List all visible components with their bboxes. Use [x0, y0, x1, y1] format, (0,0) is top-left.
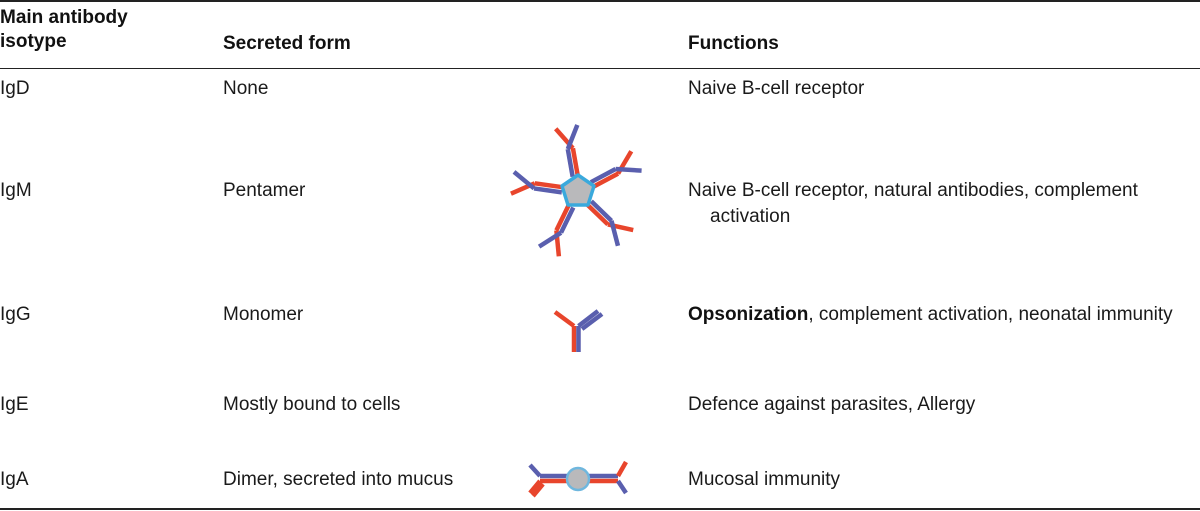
igm-arm-5-heavy-stem	[534, 181, 563, 190]
table-top-rule	[0, 0, 1200, 2]
table-bottom-rule	[0, 508, 1200, 510]
igg-left-arm-heavy	[553, 310, 576, 328]
row-igd-secreted-form: None	[223, 78, 269, 99]
iga-j-chain-core	[565, 466, 591, 492]
igm-pentamer-icon	[510, 124, 642, 257]
row-igm-secreted-form: Pentamer	[223, 180, 306, 201]
header-isotype-line1: Main antibody	[0, 7, 128, 28]
igm-arm-2-fab-right	[615, 166, 642, 173]
iga-right-lower-arm	[616, 479, 628, 495]
iga-left-lower-arm-2	[531, 482, 545, 498]
row-iga-secreted-form: Dimer, secreted into mucus	[223, 469, 454, 490]
row-igd-isotype: IgD	[0, 78, 30, 99]
header-functions: Functions	[688, 33, 779, 54]
iga-left-upper-arm	[528, 463, 542, 478]
igm-arm-2-heavy-stem	[592, 171, 620, 189]
row-igd-functions: Naive B-cell receptor	[688, 78, 865, 99]
igm-arm-1-heavy-stem	[570, 147, 580, 177]
igg-right-arm-heavy	[577, 309, 600, 328]
igg-right-arm-light	[580, 312, 604, 331]
iga-dimer-icon	[528, 460, 628, 498]
header-isotype: Main antibody isotype	[0, 6, 128, 54]
header-isotype-line2: isotype	[0, 31, 67, 52]
igm-arm-3-heavy-stem	[586, 203, 610, 227]
row-iga-functions: Mucosal immunity	[688, 469, 841, 490]
igm-arm-5-fab-right	[512, 170, 536, 191]
row-ige-functions: Defence against parasites, Allergy	[688, 394, 976, 415]
row-igg-isotype: IgG	[0, 304, 31, 325]
igm-arm-5-light-stem	[533, 186, 563, 195]
header-divider	[0, 68, 1200, 69]
igm-arm-4-fab-right	[537, 230, 563, 249]
igm-j-chain-core	[560, 173, 596, 207]
iga-left-lower-arm	[528, 479, 542, 495]
row-ige-secreted-form: Mostly bound to cells	[223, 394, 401, 415]
igm-arm-2-light-stem	[589, 167, 617, 185]
row-igg-functions-rest: , complement activation, neonatal immuni…	[808, 304, 1173, 325]
row-iga-isotype: IgA	[0, 469, 29, 490]
igm-arm-1-light-stem	[565, 148, 575, 178]
row-igg-functions: Opsonization, complement activation, neo…	[688, 302, 1200, 328]
igm-arm-4-heavy-stem	[554, 204, 571, 232]
row-igm-isotype: IgM	[0, 180, 32, 201]
iga-right-upper-arm	[616, 460, 628, 478]
igm-arm-3-fab-right	[609, 220, 621, 247]
igm-arm-3-light-stem	[589, 199, 614, 223]
row-ige-isotype: IgE	[0, 394, 29, 415]
igm-arm-4-light-stem	[559, 206, 576, 234]
igg-monomer-icon	[553, 309, 604, 352]
row-igg-functions-bold: Opsonization	[688, 304, 809, 325]
row-igm-functions: Naive B-cell receptor, natural antibodie…	[688, 180, 1138, 227]
igm-arm-1-fab-right	[565, 124, 580, 150]
header-secreted-form: Secreted form	[223, 33, 351, 54]
row-igg-secreted-form: Monomer	[223, 304, 304, 325]
